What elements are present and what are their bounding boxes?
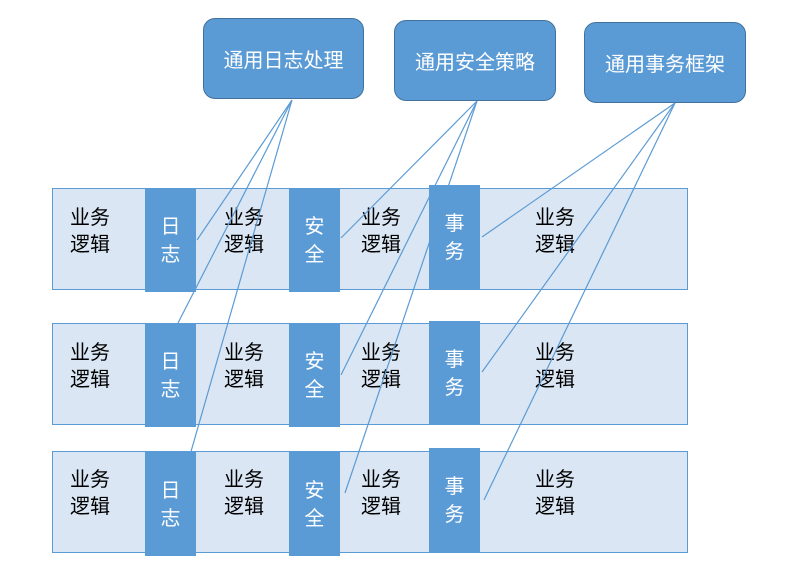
business-logic-1c: 业务逻辑	[361, 205, 401, 256]
business-logic-2d: 业务逻辑	[535, 340, 575, 391]
business-logic-2c: 业务逻辑	[361, 340, 401, 391]
security-connector-3	[344, 100, 478, 494]
security-aspect-1: 安全	[289, 188, 340, 292]
transaction-framework-box: 通用事务框架	[584, 22, 746, 103]
security-aspect-3: 安全	[289, 452, 340, 556]
transaction-aspect-2: 事务	[429, 321, 480, 425]
security-policy-box: 通用安全策略	[394, 20, 556, 101]
transaction-aspect-1: 事务	[429, 185, 480, 289]
transaction-aspect-3: 事务	[429, 448, 480, 552]
business-logic-1b: 业务逻辑	[224, 205, 264, 256]
log-handler-box: 通用日志处理	[203, 18, 364, 99]
log-aspect-2: 日志	[145, 323, 196, 427]
security-aspect-2: 安全	[289, 323, 340, 427]
business-logic-3a: 业务逻辑	[70, 467, 110, 518]
log-handler-label: 通用日志处理	[223, 48, 344, 72]
log-aspect-3: 日志	[145, 452, 196, 556]
business-logic-2a: 业务逻辑	[70, 340, 110, 391]
business-logic-2b: 业务逻辑	[224, 340, 264, 391]
security-policy-label: 通用安全策略	[415, 50, 535, 74]
transaction-framework-label: 通用事务框架	[605, 52, 725, 76]
business-logic-1a: 业务逻辑	[70, 205, 110, 256]
log-aspect-1: 日志	[145, 188, 196, 292]
transaction-connector-3	[483, 102, 676, 501]
business-logic-3b: 业务逻辑	[224, 467, 264, 518]
business-logic-3c: 业务逻辑	[361, 467, 401, 518]
business-logic-1d: 业务逻辑	[535, 205, 575, 256]
business-logic-3d: 业务逻辑	[535, 467, 575, 518]
